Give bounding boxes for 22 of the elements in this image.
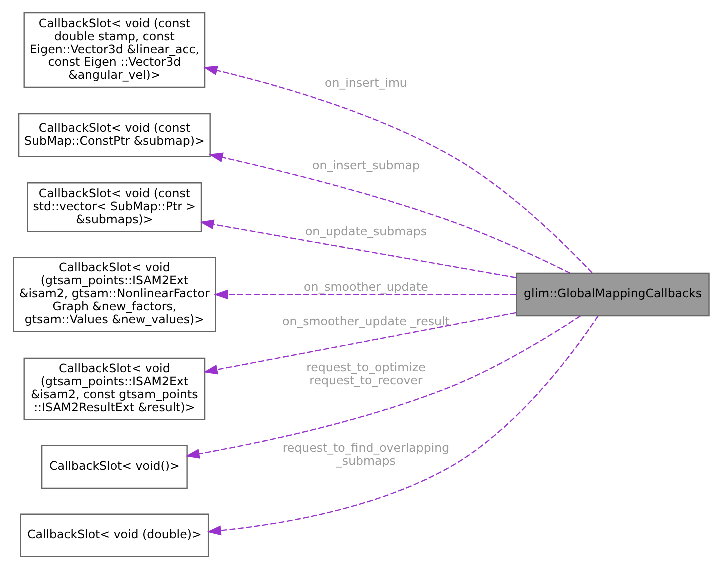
edge-label: on_smoother_update — [304, 280, 428, 294]
edge-label: on_smoother_update _result — [282, 314, 450, 328]
edge-label: request_to_optimize request_to_recover — [306, 360, 426, 388]
arrow — [214, 290, 516, 300]
arrow — [207, 316, 599, 536]
node-box: CallbackSlot< void (const std::vector< SubMap::Ptr > &submaps)> — [27, 182, 202, 232]
node-box: CallbackSlot< void (const double stamp, const Eigen::Vector3d &linear_acc, const Eigen ::Vector3d &angular_vel)> — [24, 12, 206, 88]
edge-label: on_update_submaps — [305, 224, 427, 239]
node-box: CallbackSlot< void (gtsam_points::ISAM2Ext &isam2, const gtsam_points ::ISAM2ResultExt &result)> — [24, 358, 206, 420]
arrow — [186, 316, 581, 459]
edge-label: request_to_find_overlapping _submaps — [282, 440, 450, 468]
arrow — [208, 152, 571, 274]
node-box: CallbackSlot< void()> — [41, 445, 188, 489]
arrow — [200, 220, 516, 278]
node-box: CallbackSlot< void (gtsam_points::ISAM2Ext &isam2, gtsam::NonlinearFactor Graph &new_factors, gtsam::Values &new_values)> — [13, 256, 216, 333]
node-box: CallbackSlot< void (double)> — [20, 514, 210, 558]
arrow — [203, 66, 593, 274]
node-box: CallbackSlot< void (const SubMap::ConstPtr &submap)> — [18, 113, 211, 158]
edge-label: on_insert_submap — [312, 158, 420, 173]
edge-label: on_insert_imu — [325, 76, 408, 90]
node-box: glim::GlobalMappingCallbacks — [516, 272, 710, 317]
arrow — [204, 312, 516, 375]
